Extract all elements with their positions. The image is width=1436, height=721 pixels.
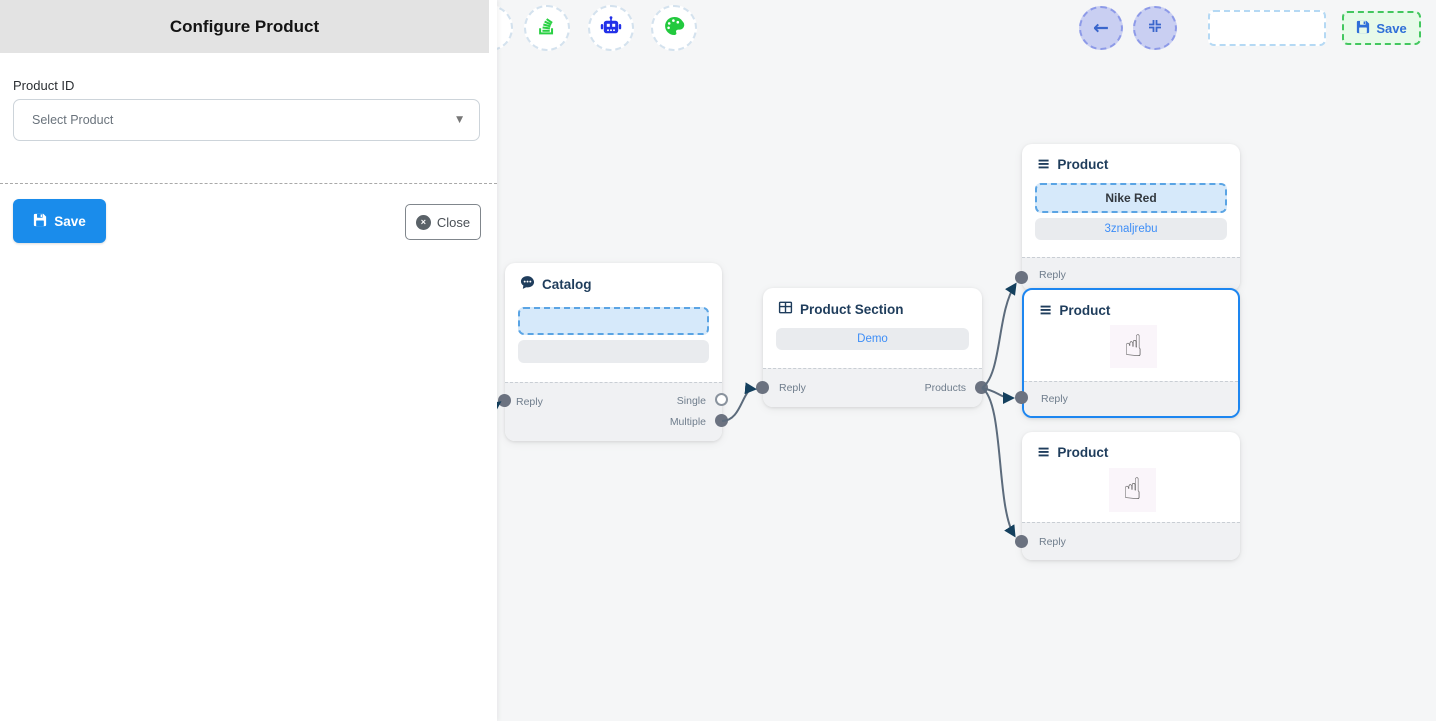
product-section-node-footer: Reply Products (763, 368, 982, 407)
hamburger-icon: ≡ (1037, 154, 1051, 173)
product-node-3-title: Product (1057, 444, 1109, 460)
bot-tool-button[interactable] (588, 5, 634, 51)
hamburger-icon: ≡ (1037, 442, 1051, 461)
catalog-node-title: Catalog (542, 276, 592, 292)
hamburger-icon: ≡ (1039, 300, 1053, 319)
catalog-reply-label: Reply (516, 396, 543, 408)
product-2-reply-handle[interactable] (1015, 391, 1028, 404)
section-reply-label: Reply (779, 382, 806, 394)
product-1-name: Nike Red (1105, 191, 1157, 205)
product-id-label: Product ID (13, 78, 75, 93)
hand-cursor-icon: ☝ (1123, 472, 1142, 507)
product-node-1-title: Product (1057, 156, 1109, 172)
product-node-2[interactable]: ≡ Product ☝ Reply (1022, 288, 1240, 418)
catalog-secondary-field[interactable] (518, 340, 709, 363)
hand-cursor-icon: ☝ (1124, 328, 1143, 364)
cursor-pad: ☝ (1109, 468, 1156, 512)
product-node-2-header: ≡ Product (1039, 302, 1110, 318)
section-item-label: Demo (857, 333, 888, 345)
section-products-label: Products (924, 382, 966, 394)
stack-icon (536, 15, 558, 42)
toolbar-placeholder-slot[interactable] (1208, 10, 1326, 46)
section-item-demo[interactable]: Demo (776, 328, 969, 350)
theme-tool-button[interactable] (651, 5, 697, 51)
catalog-node-header: Catalog (520, 275, 592, 293)
palette-icon (662, 14, 686, 43)
catalog-multiple-handle[interactable] (715, 414, 728, 427)
fit-view-button[interactable] (1133, 6, 1177, 50)
product-1-reply-handle[interactable] (1015, 271, 1028, 284)
chat-bubble-icon (520, 275, 535, 293)
save-floppy-icon (1356, 20, 1370, 37)
product-node-3-footer: Reply (1022, 522, 1240, 560)
product-section-node[interactable]: Product Section Demo Reply Products (763, 288, 982, 407)
edge-products-to-product3 (981, 387, 1016, 538)
section-reply-handle[interactable] (756, 381, 769, 394)
panel-divider (0, 183, 497, 184)
product-node-2-footer: Reply (1024, 381, 1238, 416)
catalog-node[interactable]: Catalog Reply Single Multiple (505, 263, 722, 441)
section-products-handle[interactable] (975, 381, 988, 394)
product-1-id: 3znaljrebu (1104, 223, 1158, 235)
catalog-single-label: Single (676, 395, 706, 407)
grid-icon (778, 300, 793, 318)
panel-save-label: Save (54, 213, 86, 229)
chevron-down-icon: ▼ (456, 115, 463, 125)
save-floppy-icon (33, 213, 47, 230)
product-2-reply-label: Reply (1041, 393, 1068, 405)
robot-icon (599, 14, 623, 43)
product-node-2-title: Product (1059, 302, 1111, 318)
panel-title: Configure Product (0, 0, 489, 53)
product-1-name-field[interactable]: Nike Red (1035, 183, 1227, 213)
product-section-node-header: Product Section (778, 300, 904, 318)
product-1-reply-label: Reply (1039, 269, 1066, 281)
product-id-select[interactable]: Select Product ▼ (13, 99, 480, 141)
product-node-1-header: ≡ Product (1037, 156, 1108, 172)
product-node-3-header: ≡ Product (1037, 444, 1108, 460)
back-button[interactable]: ← (1079, 6, 1123, 50)
product-3-reply-label: Reply (1039, 536, 1066, 548)
catalog-multiple-label: Multiple (669, 416, 706, 428)
canvas-save-button[interactable]: Save (1342, 11, 1421, 45)
canvas-save-label: Save (1376, 20, 1407, 36)
product-node-1[interactable]: ≡ Product Nike Red 3znaljrebu Reply (1022, 144, 1240, 291)
catalog-single-handle[interactable] (715, 393, 728, 406)
stack-tool-button[interactable] (524, 5, 570, 51)
cursor-pad: ☝ (1110, 325, 1157, 368)
product-node-3[interactable]: ≡ Product ☝ Reply (1022, 432, 1240, 560)
product-node-1-footer: Reply (1022, 257, 1240, 291)
product-3-reply-handle[interactable] (1015, 535, 1028, 548)
compress-icon (1146, 17, 1164, 40)
configure-product-panel: Configure Product Product ID Select Prod… (0, 0, 497, 721)
panel-close-label: Close (436, 214, 471, 230)
product-id-select-value: Select Product (32, 113, 114, 127)
panel-save-button[interactable]: Save (13, 199, 106, 243)
catalog-reply-handle[interactable] (498, 394, 511, 407)
back-arrow-icon: ← (1093, 16, 1109, 39)
panel-close-button[interactable]: × Close (405, 204, 481, 240)
product-1-id-field[interactable]: 3znaljrebu (1035, 218, 1227, 240)
edge-products-to-product1 (981, 282, 1017, 389)
close-icon: × (415, 214, 431, 230)
product-section-node-title: Product Section (800, 301, 904, 317)
catalog-node-footer: Reply Single Multiple (505, 382, 722, 441)
catalog-selected-field[interactable] (518, 307, 709, 335)
